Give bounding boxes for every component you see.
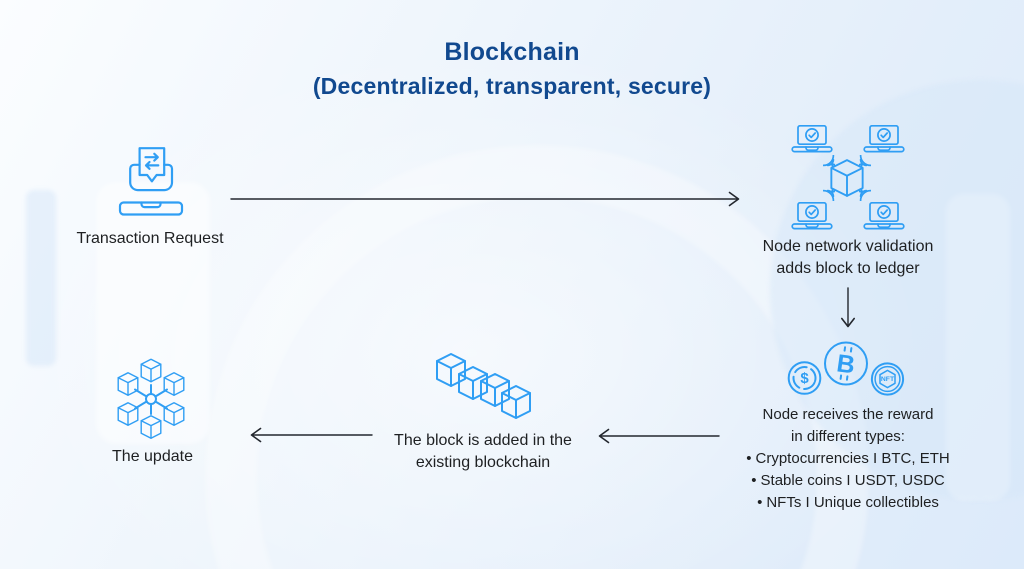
- bitcoin-coin-icon: B: [824, 341, 868, 386]
- reward-heading-line-2: in different types:: [791, 428, 905, 445]
- cube-icon: [140, 415, 162, 439]
- update-network-icon: [117, 358, 185, 439]
- cube-icon: [140, 358, 162, 383]
- bullet-marker: •: [751, 472, 757, 489]
- block-added-label-line-1: The block is added in the: [394, 432, 572, 449]
- block-added-label-line-2: existing blockchain: [415, 454, 551, 471]
- title-line-2: (Decentralized, transparent, secure): [312, 73, 712, 99]
- title-line-1: Blockchain: [444, 38, 580, 66]
- transaction-request-label: Transaction Request: [76, 230, 224, 247]
- reward-bullet-crypto: •Cryptocurrencies I BTC, ETH: [710, 448, 986, 470]
- blockchain-cubes-icon: [436, 353, 531, 419]
- arrow-head-left-icon: [598, 428, 610, 444]
- arrow-head-down-icon: [841, 317, 855, 328]
- cube-icon: [830, 159, 864, 197]
- block-added-label: The block is added in the existing block…: [373, 430, 593, 474]
- bitcoin-glyph: B: [835, 349, 857, 379]
- dollar-glyph: $: [800, 370, 809, 387]
- update-label: The update: [112, 448, 193, 465]
- reward-coins-icon: $ B NFT: [787, 341, 905, 396]
- reward-bullet-text: Cryptocurrencies I BTC, ETH: [755, 450, 950, 467]
- bullet-marker: •: [746, 450, 752, 467]
- signal-icon: [823, 155, 835, 167]
- validation-label-line-2: adds block to ledger: [776, 260, 920, 277]
- laptop-check-icon: [863, 125, 905, 153]
- cube-icon: [163, 372, 185, 396]
- reward-text-block: Node receives the reward in different ty…: [710, 404, 986, 514]
- validation-label: Node network validation adds block to le…: [738, 236, 958, 280]
- signal-icon: [823, 189, 835, 201]
- signal-icon: [859, 189, 871, 201]
- diagram-title: Blockchain (Decentralized, transparent, …: [0, 36, 1024, 104]
- cube-icon: [117, 372, 139, 396]
- laptop-check-icon: [863, 202, 905, 230]
- nft-coin-icon: NFT: [870, 362, 905, 396]
- node-network-cube-icon: [791, 125, 905, 230]
- nft-glyph: NFT: [881, 376, 895, 383]
- signal-icon: [859, 155, 871, 167]
- background-bar-decoration: [26, 190, 56, 366]
- cube-icon: [501, 385, 531, 419]
- reward-bullet-stablecoins: •Stable coins I USDT, USDC: [710, 470, 986, 492]
- reward-bullet-text: Stable coins I USDT, USDC: [760, 472, 945, 489]
- laptop-check-icon: [791, 125, 833, 153]
- cube-icon: [480, 373, 510, 407]
- laptop-check-icon: [791, 202, 833, 230]
- reward-bullet-text: NFTs I Unique collectibles: [766, 494, 939, 511]
- reward-heading-line-1: Node receives the reward: [762, 406, 934, 423]
- laptop-document-swap-icon: [118, 147, 184, 216]
- arrow-head-left-icon: [250, 427, 262, 443]
- validation-label-line-1: Node network validation: [762, 238, 934, 255]
- bullet-marker: •: [757, 494, 763, 511]
- cube-icon: [117, 402, 139, 426]
- arrow-head-right-icon: [728, 191, 740, 207]
- cube-icon: [436, 353, 466, 387]
- cube-icon: [163, 402, 185, 426]
- reward-bullet-nfts: •NFTs I Unique collectibles: [710, 492, 986, 514]
- stablecoin-dollar-icon: $: [787, 361, 822, 395]
